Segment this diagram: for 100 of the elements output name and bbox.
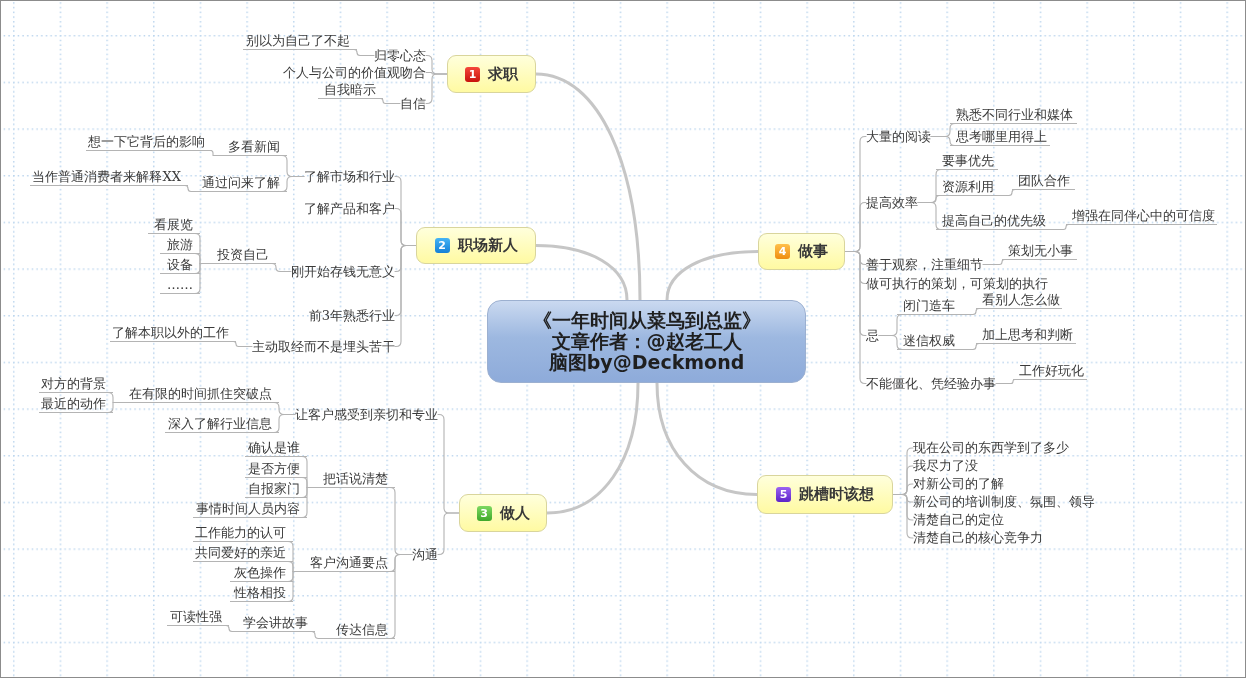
connector-line — [971, 342, 980, 351]
subtopic-text: 最近的动作 — [39, 396, 113, 413]
subtopic-text: …… — [160, 277, 200, 294]
branch-topic-text: 忌 — [866, 327, 879, 344]
connector-line — [273, 413, 296, 434]
curved-branch-line — [655, 381, 759, 496]
connector-line — [844, 250, 867, 385]
branch-topic-text: 了解市场和行业 — [304, 168, 395, 185]
connector-line — [310, 630, 321, 640]
subtopic-text: 传达信息 — [320, 622, 395, 639]
connector-line — [394, 244, 417, 348]
subtopic-text: 想一下它背后的影响 — [86, 134, 212, 151]
connector-line — [425, 73, 448, 105]
connector-line — [107, 391, 114, 404]
subtopic-text: 学会讲故事 — [233, 615, 315, 632]
branch-topic-text: 提高效率 — [866, 194, 918, 211]
subtopic-text: 工作好玩化 — [1013, 363, 1087, 380]
connector-line — [1005, 188, 1016, 197]
connector-line — [379, 97, 401, 105]
subtopic-text: 旅游 — [160, 237, 200, 254]
connector-line — [389, 553, 413, 640]
connector-line — [930, 135, 956, 147]
subtopic-text: 要事优先 — [936, 153, 998, 170]
branch-topic-text: 清楚自己的核心竞争力 — [913, 529, 1043, 547]
connector-line — [194, 252, 201, 265]
connector-line — [301, 476, 308, 489]
connector-line — [437, 512, 460, 556]
subtopic-text: 设备 — [160, 257, 200, 274]
branch-topic-text: 前3年熟悉行业 — [308, 307, 395, 324]
subtopic-text: 加上思考和判断 — [976, 327, 1076, 344]
curved-branch-line — [534, 72, 642, 302]
main-topic-box — [757, 475, 893, 514]
branch-topic-text: 清楚自己的定位 — [913, 511, 1004, 529]
subtopic-text: 思考哪里用得上 — [950, 129, 1050, 146]
connector-line — [281, 175, 305, 193]
number-marker: 2 — [434, 238, 450, 253]
subtopic-text: 团队合作 — [1012, 173, 1075, 190]
subtopic-text: 工作能力的认可 — [193, 525, 293, 542]
branch-topic-text: 个人与公司的价值观吻合 — [283, 64, 426, 81]
connector-line — [107, 401, 114, 414]
subtopic-text: 通过问来了解 — [196, 175, 287, 192]
subtopic-text: 了解本职以外的工作 — [110, 325, 236, 342]
subtopic-text: 投资自己 — [200, 247, 276, 264]
branch-topic-text: 我尽力了没 — [913, 457, 978, 475]
connector-line — [878, 334, 903, 351]
connector-line — [1059, 223, 1070, 231]
branch-topic-text: 做可执行的策划，可策划的执行 — [866, 275, 1048, 292]
subtopic-text: 闭门造车 — [897, 298, 972, 315]
subtopic-text: 增强在同伴心中的可信度 — [1066, 208, 1217, 225]
main-topic-text: 求职 — [488, 64, 518, 84]
central-topic-box — [487, 300, 806, 383]
connector-line — [287, 570, 294, 603]
number-marker: 5 — [776, 487, 791, 502]
branch-topic-text: 沟通 — [412, 546, 438, 563]
branch-topic-text: 自信 — [400, 95, 426, 112]
branch-topic-text: 现在公司的东西学到了多少 — [913, 439, 1069, 457]
subtopic-text: 资源利用 — [936, 179, 1006, 196]
subtopic-text: 熟悉不同行业和媒体 — [950, 107, 1077, 124]
subtopic-text: 别以为自己了不起 — [243, 33, 357, 50]
connector-line — [353, 48, 375, 57]
subtopic-text: 提高自己的优先级 — [936, 213, 1060, 230]
subtopic-text: 确认是谁 — [245, 440, 307, 457]
subtopic-text: 深入了解行业信息 — [165, 416, 279, 433]
main-topic-text: 职场新人 — [457, 236, 518, 255]
subtopic-text: 可读性强 — [167, 609, 229, 626]
curved-branch-line — [665, 250, 760, 302]
main-topic-text: 做事 — [798, 242, 828, 261]
main-topic-text: 做人 — [499, 503, 530, 523]
number-marker: 1 — [465, 66, 480, 82]
subtopic-text: 迷信权威 — [897, 333, 972, 350]
number-marker: 4 — [775, 244, 790, 259]
branch-topic-text: 大量的阅读 — [866, 128, 931, 145]
connector-line — [271, 262, 292, 273]
connector-line — [232, 340, 253, 348]
subtopic-text: 自我暗示 — [318, 82, 383, 99]
credit-text: 脑图by@Deckmond — [548, 352, 745, 373]
main-topic-box — [459, 494, 547, 532]
connector-line — [982, 258, 1006, 266]
branch-topic-text: 主动取经而不是埋头苦干 — [252, 338, 395, 355]
author-text: 文章作者：@赵老工人 — [551, 331, 742, 352]
subtopic-text: 看展览 — [148, 217, 200, 234]
main-topic-box — [416, 227, 536, 264]
title-text: 《一年时间从菜鸟到总监》 — [532, 310, 761, 331]
main-topic-box — [758, 233, 845, 270]
connector-line — [194, 262, 201, 295]
subtopic-text: 灰色操作 — [230, 565, 293, 582]
connector-line — [209, 149, 214, 157]
main-topic-box — [447, 55, 536, 93]
branch-topic-text: 对新公司的了解 — [913, 475, 1004, 493]
number-marker: 3 — [476, 505, 492, 521]
curved-branch-line — [534, 244, 629, 302]
connector-line — [301, 486, 308, 519]
connector-line — [971, 307, 980, 316]
main-topic-text: 跳槽时该想 — [799, 485, 874, 504]
subtopic-text: 在有限的时间抓住突破点 — [113, 386, 279, 403]
connector-line — [287, 560, 294, 573]
branch-topic-text: 了解产品和客户 — [304, 200, 395, 217]
subtopic-text: 事情时间人员内容 — [193, 501, 307, 518]
branch-topic-text: 归零心态 — [374, 47, 426, 64]
subtopic-text: 性格相投 — [230, 585, 293, 602]
